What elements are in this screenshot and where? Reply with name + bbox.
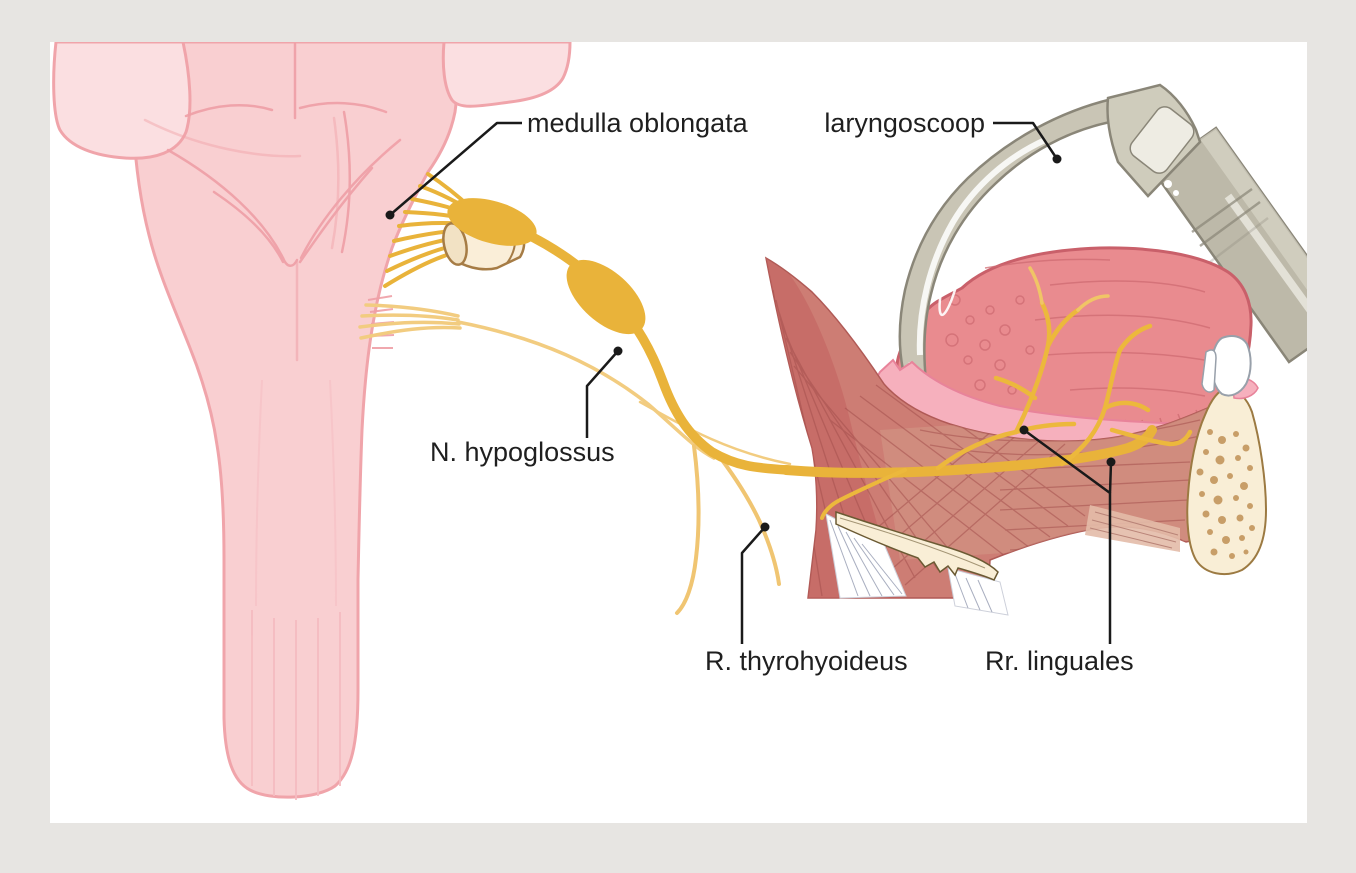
hyoid-and-tendons: [825, 510, 1009, 616]
spongy-bone-texture: [1196, 429, 1255, 559]
hypoglossal-nerve-trunk: [447, 198, 793, 475]
leader-r-thyrohyoideus: [740, 526, 766, 644]
mandible-bone: [1085, 335, 1268, 576]
leader-n-hypoglossus: [585, 350, 619, 438]
label-rr-linguales: Rr. linguales: [985, 646, 1134, 676]
medulla-column-striations: [251, 379, 341, 800]
label-medulla-oblongata: medulla oblongata: [527, 108, 749, 138]
dot-laryngoscoop: [1052, 154, 1062, 164]
leader-lines: [389, 121, 1113, 644]
leader-laryngoscoop: [993, 121, 1059, 160]
label-n-hypoglossus: N. hypoglossus: [430, 437, 615, 467]
dot-rr-linguales-b: [1106, 457, 1116, 467]
dot-n-hypoglossus: [613, 346, 623, 356]
label-r-thyrohyoideus: R. thyrohyoideus: [705, 646, 908, 676]
descending-branch: [675, 444, 701, 615]
nerve-ganglion-1: [447, 198, 537, 246]
dot-medulla-oblongata: [385, 210, 395, 220]
tube-opening: [442, 222, 468, 266]
tendon-fan-right: [947, 567, 1009, 616]
tooth: [1210, 335, 1252, 397]
label-laryngoscoop: laryngoscoop: [824, 108, 985, 138]
nerve-ganglion-2: [566, 259, 646, 335]
leader-medulla-oblongata: [389, 121, 522, 216]
dot-rr-linguales-a: [1019, 425, 1029, 435]
thyrohyoid-branch: [714, 450, 781, 586]
cerebellar-lobe-left: [52, 42, 192, 160]
medulla-detail-lines: [143, 42, 402, 362]
leader-dots: [385, 154, 1116, 532]
pale-nerve-strands: [358, 303, 792, 615]
laryngoscope-joint: [1106, 83, 1202, 198]
figure-labels: medulla oblongata laryngoscoop N. hypogl…: [430, 108, 1134, 676]
cerebellar-lobe-right: [441, 42, 572, 108]
dot-r-thyrohyoideus: [760, 522, 770, 532]
brainstem-medulla: [52, 42, 572, 800]
leader-rr-linguales-2: [1108, 461, 1113, 494]
